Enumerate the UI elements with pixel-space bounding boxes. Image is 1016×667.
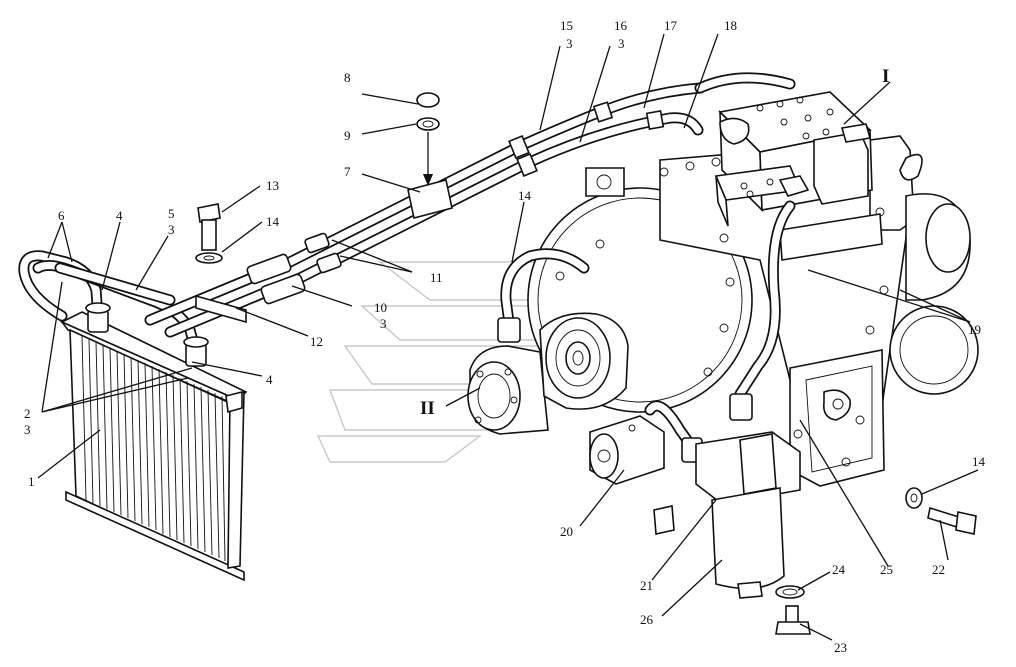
control-valve-block [714,91,883,261]
callout-4: 4 [116,208,123,223]
oil-cooler-radiator [59,311,248,582]
callout-14: 14 [972,454,986,469]
callout-8: 8 [344,70,351,85]
callout-3: 3 [380,316,387,331]
callout-9: 9 [344,128,351,143]
callout-12: 12 [310,334,323,349]
callout-5: 5 [168,206,175,221]
plug-23 [775,585,811,635]
view-label-II: II [420,398,435,419]
callout-26: 26 [640,612,654,627]
radiator-fins [81,335,226,562]
callout-17: 17 [664,18,678,33]
callout-18: 18 [724,18,737,33]
bolt-13 [195,203,223,264]
callout-25: 25 [880,562,893,577]
leader-lines [37,33,979,641]
callout-24: 24 [832,562,846,577]
callout-4: 4 [266,372,273,387]
drive-flange [539,312,629,410]
callout-21: 21 [640,578,653,593]
callout-6: 6 [58,208,65,223]
callout-16: 16 [614,18,628,33]
callout-3: 3 [566,36,573,51]
callout-3: 3 [24,422,31,437]
pump-20 [589,415,665,485]
bolt-22 [905,487,977,535]
callout-14: 14 [266,214,280,229]
filter-housing [653,431,801,599]
callout-1: 1 [28,474,35,489]
callout-10: 10 [374,300,387,315]
callout-15: 15 [560,18,573,33]
callout-19: 19 [968,322,981,337]
callout-7: 7 [344,164,351,179]
callout-labels: 1 2 3 3 3 3 3 4 4 5 6 7 8 9 10 11 12 13 … [24,18,986,655]
hose-connectors [195,232,342,324]
callout-3: 3 [618,36,625,51]
callout-2: 2 [24,406,31,421]
callout-3: 3 [168,222,175,237]
callout-22: 22 [932,562,945,577]
view-label-I: I [882,66,889,87]
hydraulic-lines [54,72,796,338]
callout-11: 11 [430,270,443,285]
callout-14: 14 [518,188,532,203]
clamp-assembly [407,92,453,219]
callout-20: 20 [560,524,573,539]
callout-23: 23 [834,640,847,655]
pump-II [467,345,549,435]
callout-13: 13 [266,178,279,193]
